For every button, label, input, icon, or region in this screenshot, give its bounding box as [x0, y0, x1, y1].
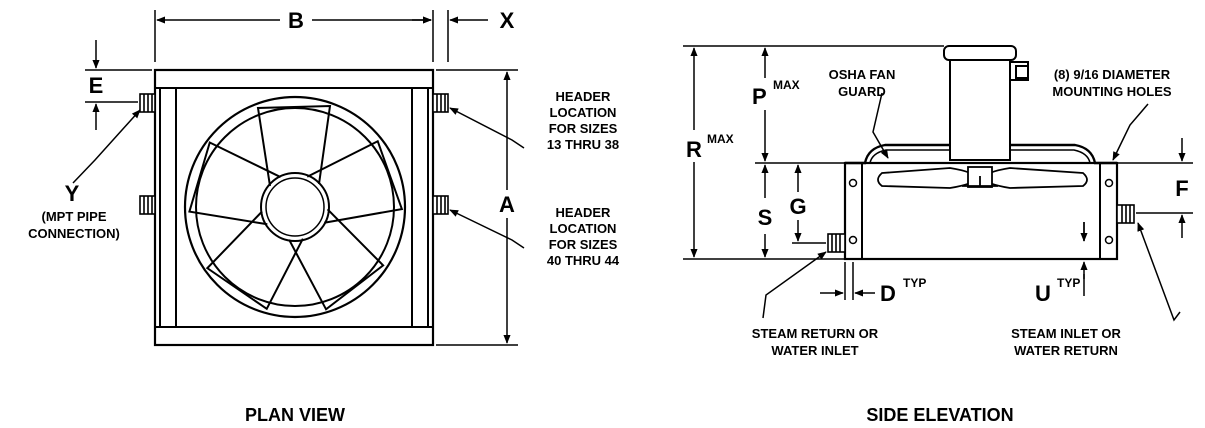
dim-label-b: B: [288, 8, 304, 33]
header-lower-line-3: FOR SIZES: [549, 237, 618, 252]
leader-header-lower: [449, 209, 525, 249]
dim-label-y: Y: [65, 181, 80, 206]
leader-mounting-holes: [1112, 103, 1149, 161]
dimension-x: [412, 10, 488, 62]
header-upper-line-1: HEADER: [556, 89, 612, 104]
dimension-g: [792, 164, 826, 244]
header-lower-line-4: 40 THRU 44: [547, 253, 620, 268]
dimension-e: [85, 40, 152, 130]
dim-label-p: P: [752, 84, 767, 109]
dim-label-e: E: [89, 73, 104, 98]
mounting-holes-line-1: (8) 9/16 DIAMETER: [1054, 67, 1171, 82]
header-upper-line-2: LOCATION: [550, 105, 617, 120]
header-upper-line-4: 13 THRU 38: [547, 137, 619, 152]
motor-icon: [943, 45, 1029, 161]
leader-fan-guard: [872, 92, 889, 159]
dimension-d: [820, 262, 875, 300]
leader-y: [72, 109, 141, 184]
dim-label-x: X: [500, 8, 515, 33]
steam-inlet-line-1: STEAM INLET OR: [1011, 326, 1121, 341]
side-elevation-title: SIDE ELEVATION: [866, 405, 1013, 425]
dimension-p-r-s: [683, 45, 944, 260]
fan-guard-line-1: OSHA FAN: [829, 67, 896, 82]
leader-header-upper: [449, 107, 525, 149]
dimension-f: [1118, 138, 1193, 238]
mounting-hole-icons: [848, 178, 1114, 245]
dimension-a: [436, 69, 518, 346]
d-typ-superscript: TYP: [903, 276, 926, 290]
plan-view: B X E Y (MPT PIPE CONNECTION) A: [28, 8, 620, 425]
steam-inlet-line-2: WATER RETURN: [1014, 343, 1118, 358]
dim-label-d: D: [880, 281, 896, 306]
u-typ-superscript: TYP: [1057, 276, 1080, 290]
plan-pipe-connections: [139, 93, 449, 215]
dimension-b: [154, 10, 434, 62]
fan-blade-icon: [183, 95, 407, 319]
cabinet-right-flange: [1099, 162, 1118, 260]
dim-label-u: U: [1035, 281, 1051, 306]
mounting-holes-line-2: MOUNTING HOLES: [1052, 84, 1171, 99]
dim-label-r: R: [686, 137, 702, 162]
fan-guard-line-2: GUARD: [838, 84, 886, 99]
header-upper-line-3: FOR SIZES: [549, 121, 618, 136]
leader-steam-return: [762, 251, 827, 319]
leader-steam-inlet: [1137, 222, 1181, 322]
header-lower-line-1: HEADER: [556, 205, 612, 220]
steam-return-line-2: WATER INLET: [771, 343, 858, 358]
plan-right-header: [411, 87, 429, 328]
dim-label-a: A: [499, 192, 515, 217]
header-lower-line-2: LOCATION: [550, 221, 617, 236]
plan-bottom-rail: [154, 326, 434, 346]
dim-label-f: F: [1175, 176, 1188, 201]
r-max-superscript: MAX: [707, 132, 734, 146]
dim-label-s: S: [758, 205, 773, 230]
plan-top-rail: [154, 69, 434, 89]
plan-view-title: PLAN VIEW: [245, 405, 345, 425]
y-note-line-1: (MPT PIPE: [41, 209, 106, 224]
dim-label-g: G: [789, 194, 806, 219]
p-max-superscript: MAX: [773, 78, 800, 92]
side-elevation: P MAX R MAX S G F D TYP: [683, 45, 1193, 425]
side-pipe-connections: [827, 204, 1135, 253]
y-note-line-2: CONNECTION): [28, 226, 120, 241]
cabinet-left-flange: [844, 162, 863, 260]
plan-left-header: [159, 87, 177, 328]
steam-return-line-1: STEAM RETURN OR: [752, 326, 879, 341]
fan-side-blade: [877, 166, 1088, 189]
